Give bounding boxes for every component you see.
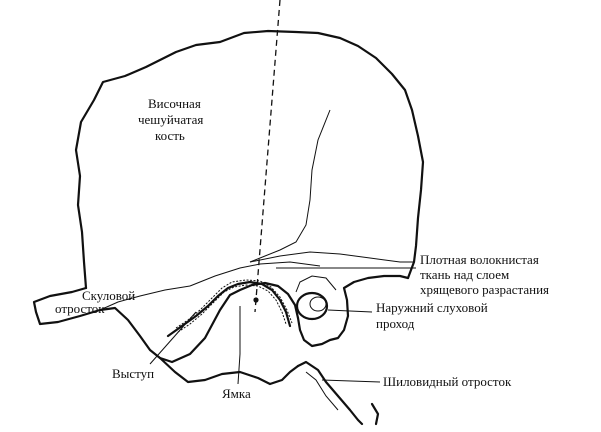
squama-inner-curve — [249, 109, 331, 263]
styloid-tip — [370, 402, 380, 426]
meatus-rim — [295, 275, 337, 293]
label-zygomatic-1: Скуловой — [82, 288, 135, 303]
inferior-edge — [158, 356, 300, 386]
label-zygomatic-2: отросток — [55, 301, 105, 316]
label-ear-canal-2: проход — [376, 316, 415, 331]
label-tubercle: Выступ — [112, 366, 154, 381]
label-temporal-squama-3: кость — [155, 128, 185, 143]
label-temporal-squama-2: чешуйчатая — [138, 112, 203, 127]
fibrous-tissue-layer — [177, 284, 287, 333]
styloid-process-outline — [296, 360, 364, 426]
leader-fossa — [237, 306, 241, 385]
articular-surface — [166, 280, 292, 338]
squama-outline — [74, 29, 425, 290]
label-temporal-squama-1: Височная — [148, 96, 201, 111]
external-auditory-meatus — [295, 291, 329, 321]
zygomatic-process-outline — [32, 281, 300, 364]
label-fibrous-tissue-1: Плотная волокнистая — [420, 252, 539, 267]
styloid-inner-line — [305, 371, 339, 411]
squama-ridge-line — [249, 251, 414, 263]
label-fibrous-tissue-2: ткань над слоем — [420, 267, 509, 282]
leader-tubercle — [149, 311, 197, 365]
label-fossa: Ямка — [222, 386, 251, 401]
fossa-center-dot — [253, 297, 259, 303]
leader-styloid — [321, 379, 381, 383]
label-fibrous-tissue-3: хрящевого разрастания — [420, 282, 549, 297]
label-ear-canal-1: Наружний слуховой — [376, 300, 488, 315]
leader-ear-canal — [327, 309, 373, 313]
squama-lower-line — [189, 261, 321, 287]
meatus-inner-ring — [309, 296, 327, 312]
mastoid-outline — [296, 274, 410, 348]
vertical-axis-line — [254, 0, 281, 313]
zygomatic-inner-line — [99, 285, 191, 311]
label-styloid: Шиловидный отросток — [383, 374, 512, 389]
